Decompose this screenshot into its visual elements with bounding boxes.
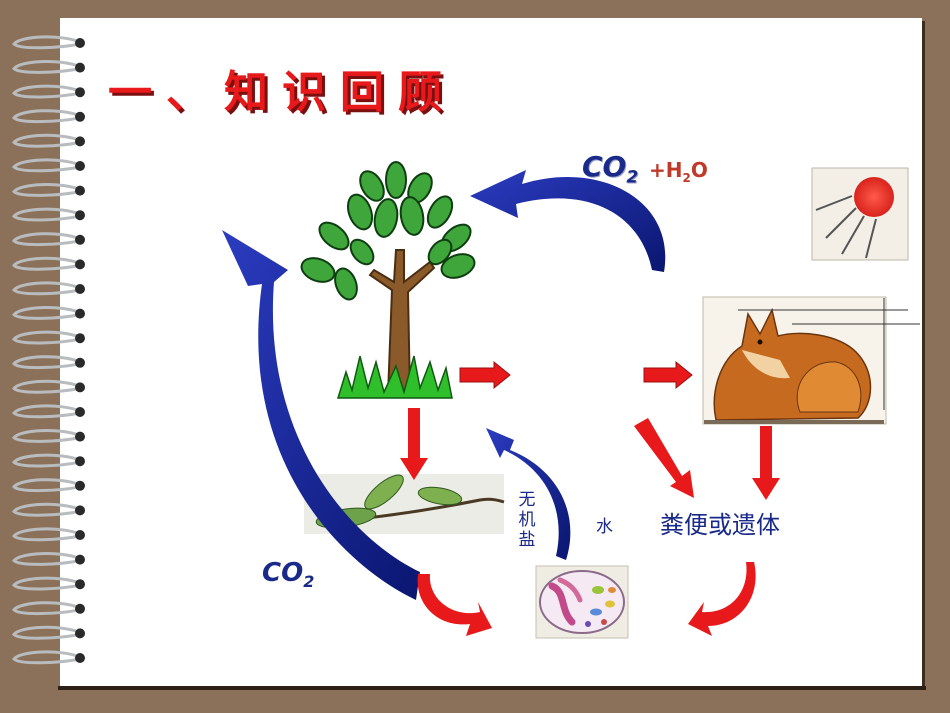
binding-ring: [12, 158, 81, 173]
binding-ring: [12, 502, 81, 517]
inorganic-salt-label: 无机盐: [518, 490, 536, 550]
binding-hole: [75, 62, 85, 73]
binding-hole: [75, 357, 85, 368]
binding-ring: [12, 330, 81, 345]
binding-ring: [12, 183, 81, 197]
binding-ring: [12, 281, 81, 296]
binding-hole: [75, 382, 85, 393]
binding-hole: [75, 111, 85, 122]
binding-ring: [12, 207, 81, 222]
binding-hole: [75, 530, 85, 540]
binding-ring: [12, 109, 81, 124]
spiral-binding-icon: [12, 35, 85, 665]
binding-hole: [75, 407, 85, 417]
co2-label-left: CO2: [262, 558, 315, 592]
paper-shadow: [58, 686, 926, 690]
binding-hole: [75, 333, 85, 344]
binding-hole: [75, 603, 85, 614]
binding-ring: [12, 306, 81, 320]
binding-hole: [75, 456, 85, 467]
binding-ring: [12, 379, 81, 394]
binding-hole: [75, 210, 85, 221]
binding-ring: [12, 552, 81, 566]
page-title: 一、知识回顾: [108, 67, 456, 118]
binding-ring: [12, 256, 81, 271]
binding-ring: [12, 478, 81, 493]
binding-hole: [75, 628, 85, 639]
binding-ring: [12, 429, 81, 443]
arrow-co2-decomposer: [222, 230, 420, 600]
binding-hole: [75, 431, 85, 442]
binding-ring: [12, 625, 81, 640]
binding-ring: [12, 453, 81, 468]
sun-icon: [811, 167, 909, 261]
co2-label-top: CO2: [582, 150, 639, 188]
microbes-icon: [535, 565, 629, 639]
binding-ring: [12, 650, 81, 665]
binding-ring: [12, 404, 81, 419]
tree-icon: [300, 161, 476, 399]
binding-ring: [12, 576, 81, 591]
binding-hole: [75, 136, 85, 147]
binding-ring: [12, 232, 81, 247]
water-label: 水: [596, 517, 613, 537]
binding-hole: [75, 653, 85, 663]
binding-ring: [12, 84, 81, 99]
binding-ring: [12, 133, 81, 148]
binding-ring: [12, 527, 81, 542]
waste-label: 粪便或遗体: [660, 511, 780, 539]
arrow-inorganic-salt: [486, 428, 571, 560]
binding-hole: [75, 234, 85, 245]
binding-ring: [12, 60, 81, 74]
binding-hole: [75, 579, 85, 590]
fox-icon: [702, 296, 920, 425]
h2o-label: +H2O: [649, 158, 708, 185]
binding-hole: [75, 554, 85, 565]
binding-ring: [12, 601, 81, 616]
binding-hole: [75, 38, 85, 48]
binding-hole: [75, 480, 85, 491]
binding-hole: [75, 161, 85, 171]
binding-ring: [12, 35, 81, 50]
binding-hole: [75, 87, 85, 98]
binding-hole: [75, 308, 85, 319]
red-arrows: [400, 360, 780, 636]
binding-hole: [75, 185, 85, 196]
binding-hole: [75, 259, 85, 270]
arrow-co2-respiration: [470, 170, 666, 272]
binding-ring: [12, 355, 81, 370]
binding-hole: [75, 505, 85, 516]
binding-hole: [75, 284, 85, 294]
